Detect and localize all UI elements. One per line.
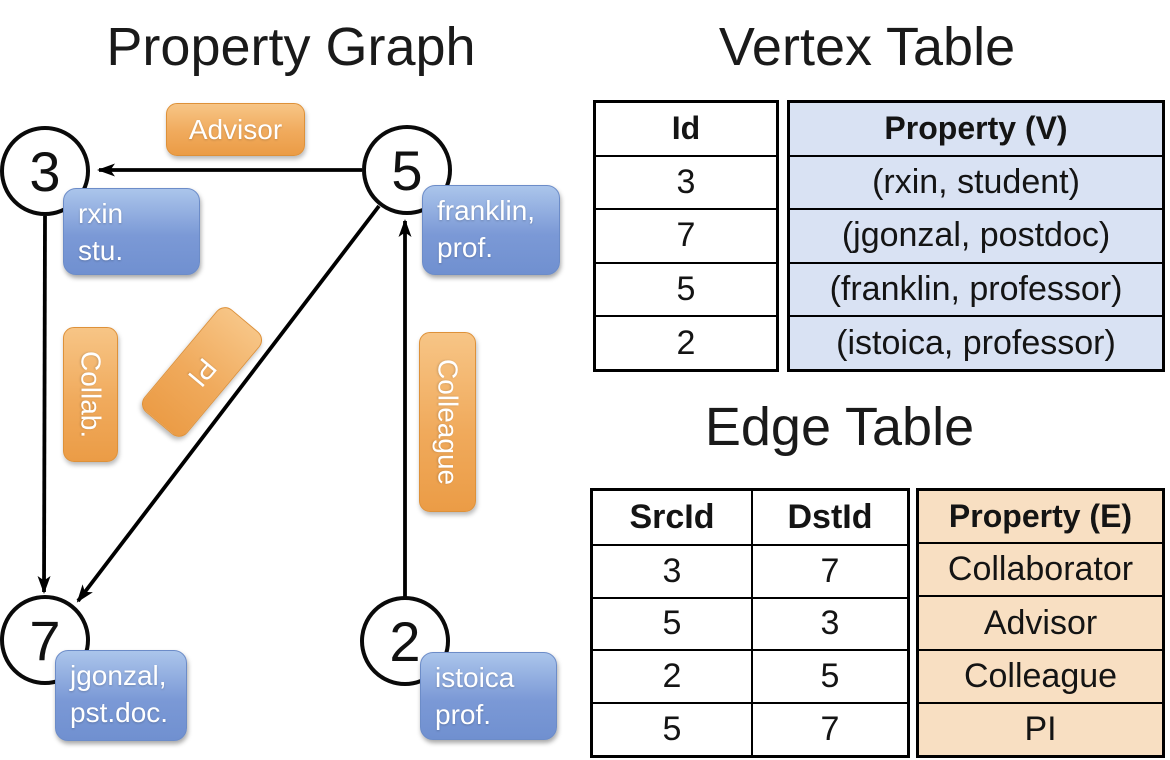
edge-table-cell-srcid: 3	[593, 543, 751, 597]
edge-label-colleague: Colleague	[419, 332, 476, 512]
graph-node-5: 5	[362, 125, 452, 215]
vertex-property-line: rxin	[78, 198, 124, 229]
edge-label-text: PI	[182, 352, 223, 393]
edge-table-cell-dstid: 7	[751, 543, 907, 597]
edge-label-text: Collab.	[75, 350, 107, 439]
edge-label-collab: Collab.	[63, 327, 118, 462]
edge-table-cell-srcid: 5	[593, 596, 751, 650]
vertex-table-cell-id: 3	[596, 154, 776, 209]
edge-table-header-property: Property (E)	[919, 491, 1162, 543]
vertex-property-line: jgonzal,	[70, 660, 167, 691]
vertex-table-cell-id: 7	[596, 208, 776, 262]
edge-table-cell-property: Advisor	[919, 595, 1162, 649]
vertex-property-line: pst.doc.	[70, 696, 169, 728]
edge-table-header-srcid: SrcId	[629, 497, 715, 536]
edge-table-id-columns: SrcId DstId 3 7 5 3 2 5 5 7	[590, 488, 910, 758]
vertex-table-cell-property: (rxin, student)	[790, 154, 1162, 209]
property-graph-title: Property Graph	[106, 17, 476, 77]
vertex-table-cell-id: 5	[596, 261, 776, 316]
edge-table-cell-srcid: 5	[593, 702, 751, 755]
edge-label-advisor: Advisor	[166, 103, 305, 156]
edge-table-header-dstid: DstId	[751, 491, 907, 544]
vertex-property-box-jgonzal: jgonzal, pst.doc.	[55, 650, 187, 741]
vertex-table-property-column: Property (V) (rxin, student) (jgonzal, p…	[787, 100, 1165, 372]
node-id: 2	[389, 609, 421, 673]
edge-table-cell-dstid: 3	[751, 596, 907, 650]
vertex-property-box-istoica: istoica prof.	[420, 652, 557, 740]
vertex-table-cell-id: 2	[596, 315, 776, 369]
edge-table-cell-srcid: 2	[593, 649, 751, 702]
vertex-property-line: istoica	[435, 662, 515, 693]
node-id: 5	[391, 138, 423, 202]
vertex-table-header-property: Property (V)	[790, 103, 1162, 155]
edge-table-title: Edge Table	[704, 397, 975, 457]
vertex-property-line: prof.	[435, 698, 492, 730]
vertex-property-line: prof.	[437, 231, 494, 263]
edge-table-cell-property: PI	[919, 701, 1162, 756]
graph-node-2: 2	[360, 596, 450, 686]
vertex-property-box-rxin: rxin stu.	[63, 188, 200, 275]
edge-table-cell-property: Collaborator	[919, 542, 1162, 596]
edge-table-cell-dstid: 5	[751, 649, 907, 703]
vertex-table-id-column: Id 3 7 5 2	[593, 100, 779, 372]
vertex-property-box-franklin: franklin, prof.	[422, 185, 560, 275]
vertex-table-cell-property: (istoica, professor)	[790, 315, 1162, 369]
vertex-property-line: franklin,	[437, 195, 536, 226]
edge-table-cell-dstid: 7	[751, 702, 907, 755]
vertex-table-header-id: Id	[671, 110, 701, 147]
vertex-table-title: Vertex Table	[718, 17, 1016, 77]
edge-collab-3-to-7	[37, 215, 51, 594]
edge-table-cell-property: Colleague	[919, 648, 1162, 702]
edge-label-text: Advisor	[188, 113, 283, 145]
vertex-table-cell-property: (jgonzal, postdoc)	[790, 208, 1162, 262]
edge-pi-5-to-7	[76, 204, 381, 603]
node-id: 3	[29, 139, 61, 203]
graph-edges	[37, 163, 412, 603]
vertex-property-line: stu.	[78, 234, 124, 266]
vertex-table-cell-property: (franklin, professor)	[790, 261, 1162, 316]
edge-table-property-column: Property (E) Collaborator Advisor Collea…	[916, 488, 1165, 758]
edge-label-text: Colleague	[432, 358, 464, 486]
